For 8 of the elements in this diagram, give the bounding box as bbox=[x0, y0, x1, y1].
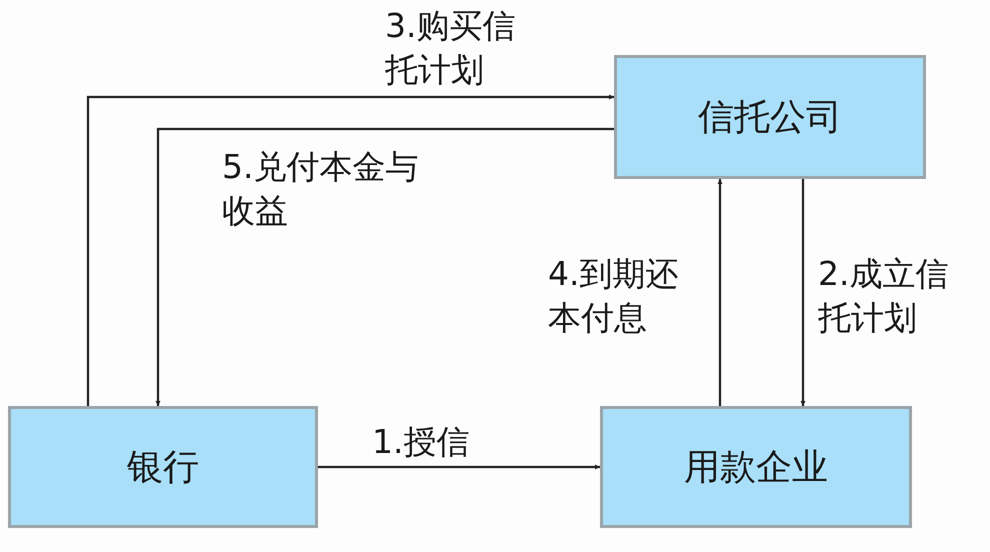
arrow bbox=[86, 94, 614, 406]
process-box: 银行 bbox=[8, 406, 318, 528]
arrow bbox=[800, 179, 806, 406]
process-box: 用款企业 bbox=[600, 406, 912, 528]
arrow bbox=[156, 128, 614, 406]
process-box: 信托公司 bbox=[614, 55, 926, 179]
arrow bbox=[718, 179, 722, 406]
arrow bbox=[318, 464, 600, 470]
